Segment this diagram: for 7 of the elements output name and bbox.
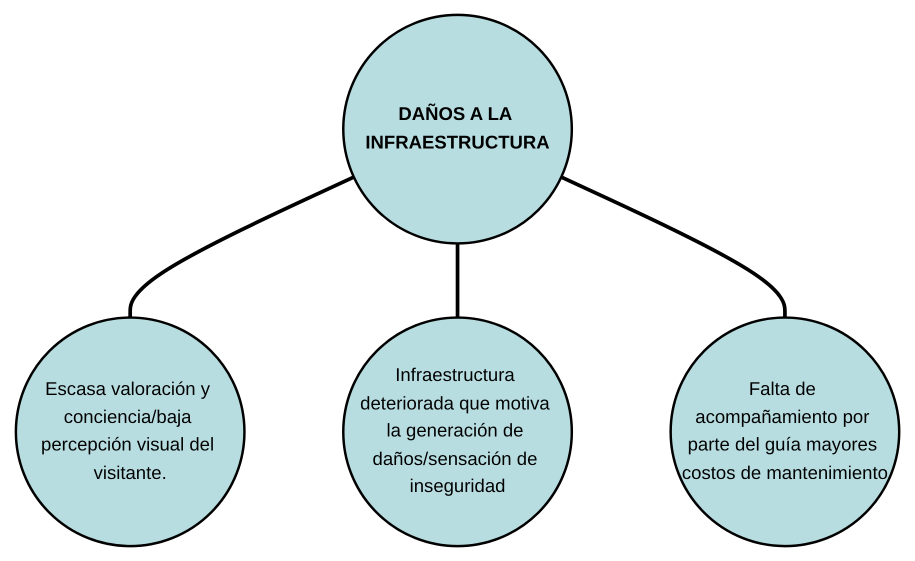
node-circle: Infraestructura deteriorada que motiva la generación de daños/sensación de inseguridad xyxy=(342,316,573,548)
connector xyxy=(560,175,787,318)
node-circle: Falta de acompañamiento por parte del guía mayores costos de mantenimiento xyxy=(669,316,900,548)
connector xyxy=(456,243,460,318)
node-circle: Escasa valoración y conciencia/baja percepción visual del visitante. xyxy=(14,316,246,548)
node-circle: DAÑOS A LA INFRAESTRUCTURA xyxy=(342,14,573,245)
connector xyxy=(128,175,355,318)
